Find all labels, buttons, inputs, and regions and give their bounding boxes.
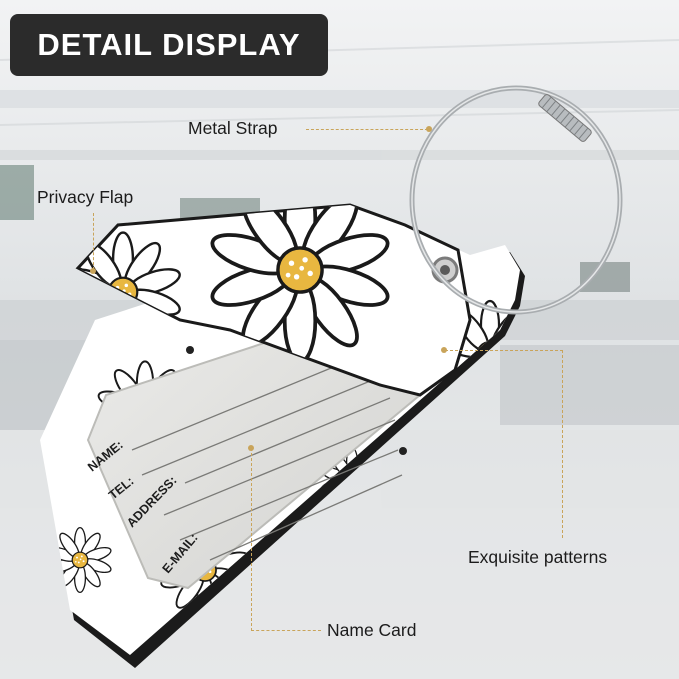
leader-line-exquisite-patterns (445, 350, 563, 351)
leader-line-name-card (251, 630, 321, 631)
leader-dot-metal-strap (426, 126, 432, 132)
leader-dot-exquisite-patterns (441, 347, 447, 353)
title-badge: DETAIL DISPLAY (10, 14, 328, 76)
leader-line-name-card-vertical (251, 448, 252, 631)
callout-privacy-flap: Privacy Flap (37, 187, 134, 207)
callout-name-card: Name Card (327, 620, 417, 640)
callout-metal-strap: Metal Strap (188, 118, 278, 138)
leader-dot-name-card (248, 445, 254, 451)
leader-line-exquisite-patterns-vertical (562, 350, 563, 538)
leader-dot-privacy-flap (90, 268, 96, 274)
leader-line-metal-strap (306, 129, 428, 130)
callout-exquisite-patterns: Exquisite patterns (468, 547, 608, 567)
page-title: DETAIL DISPLAY (37, 27, 301, 62)
leader-line-privacy-flap (93, 213, 94, 270)
